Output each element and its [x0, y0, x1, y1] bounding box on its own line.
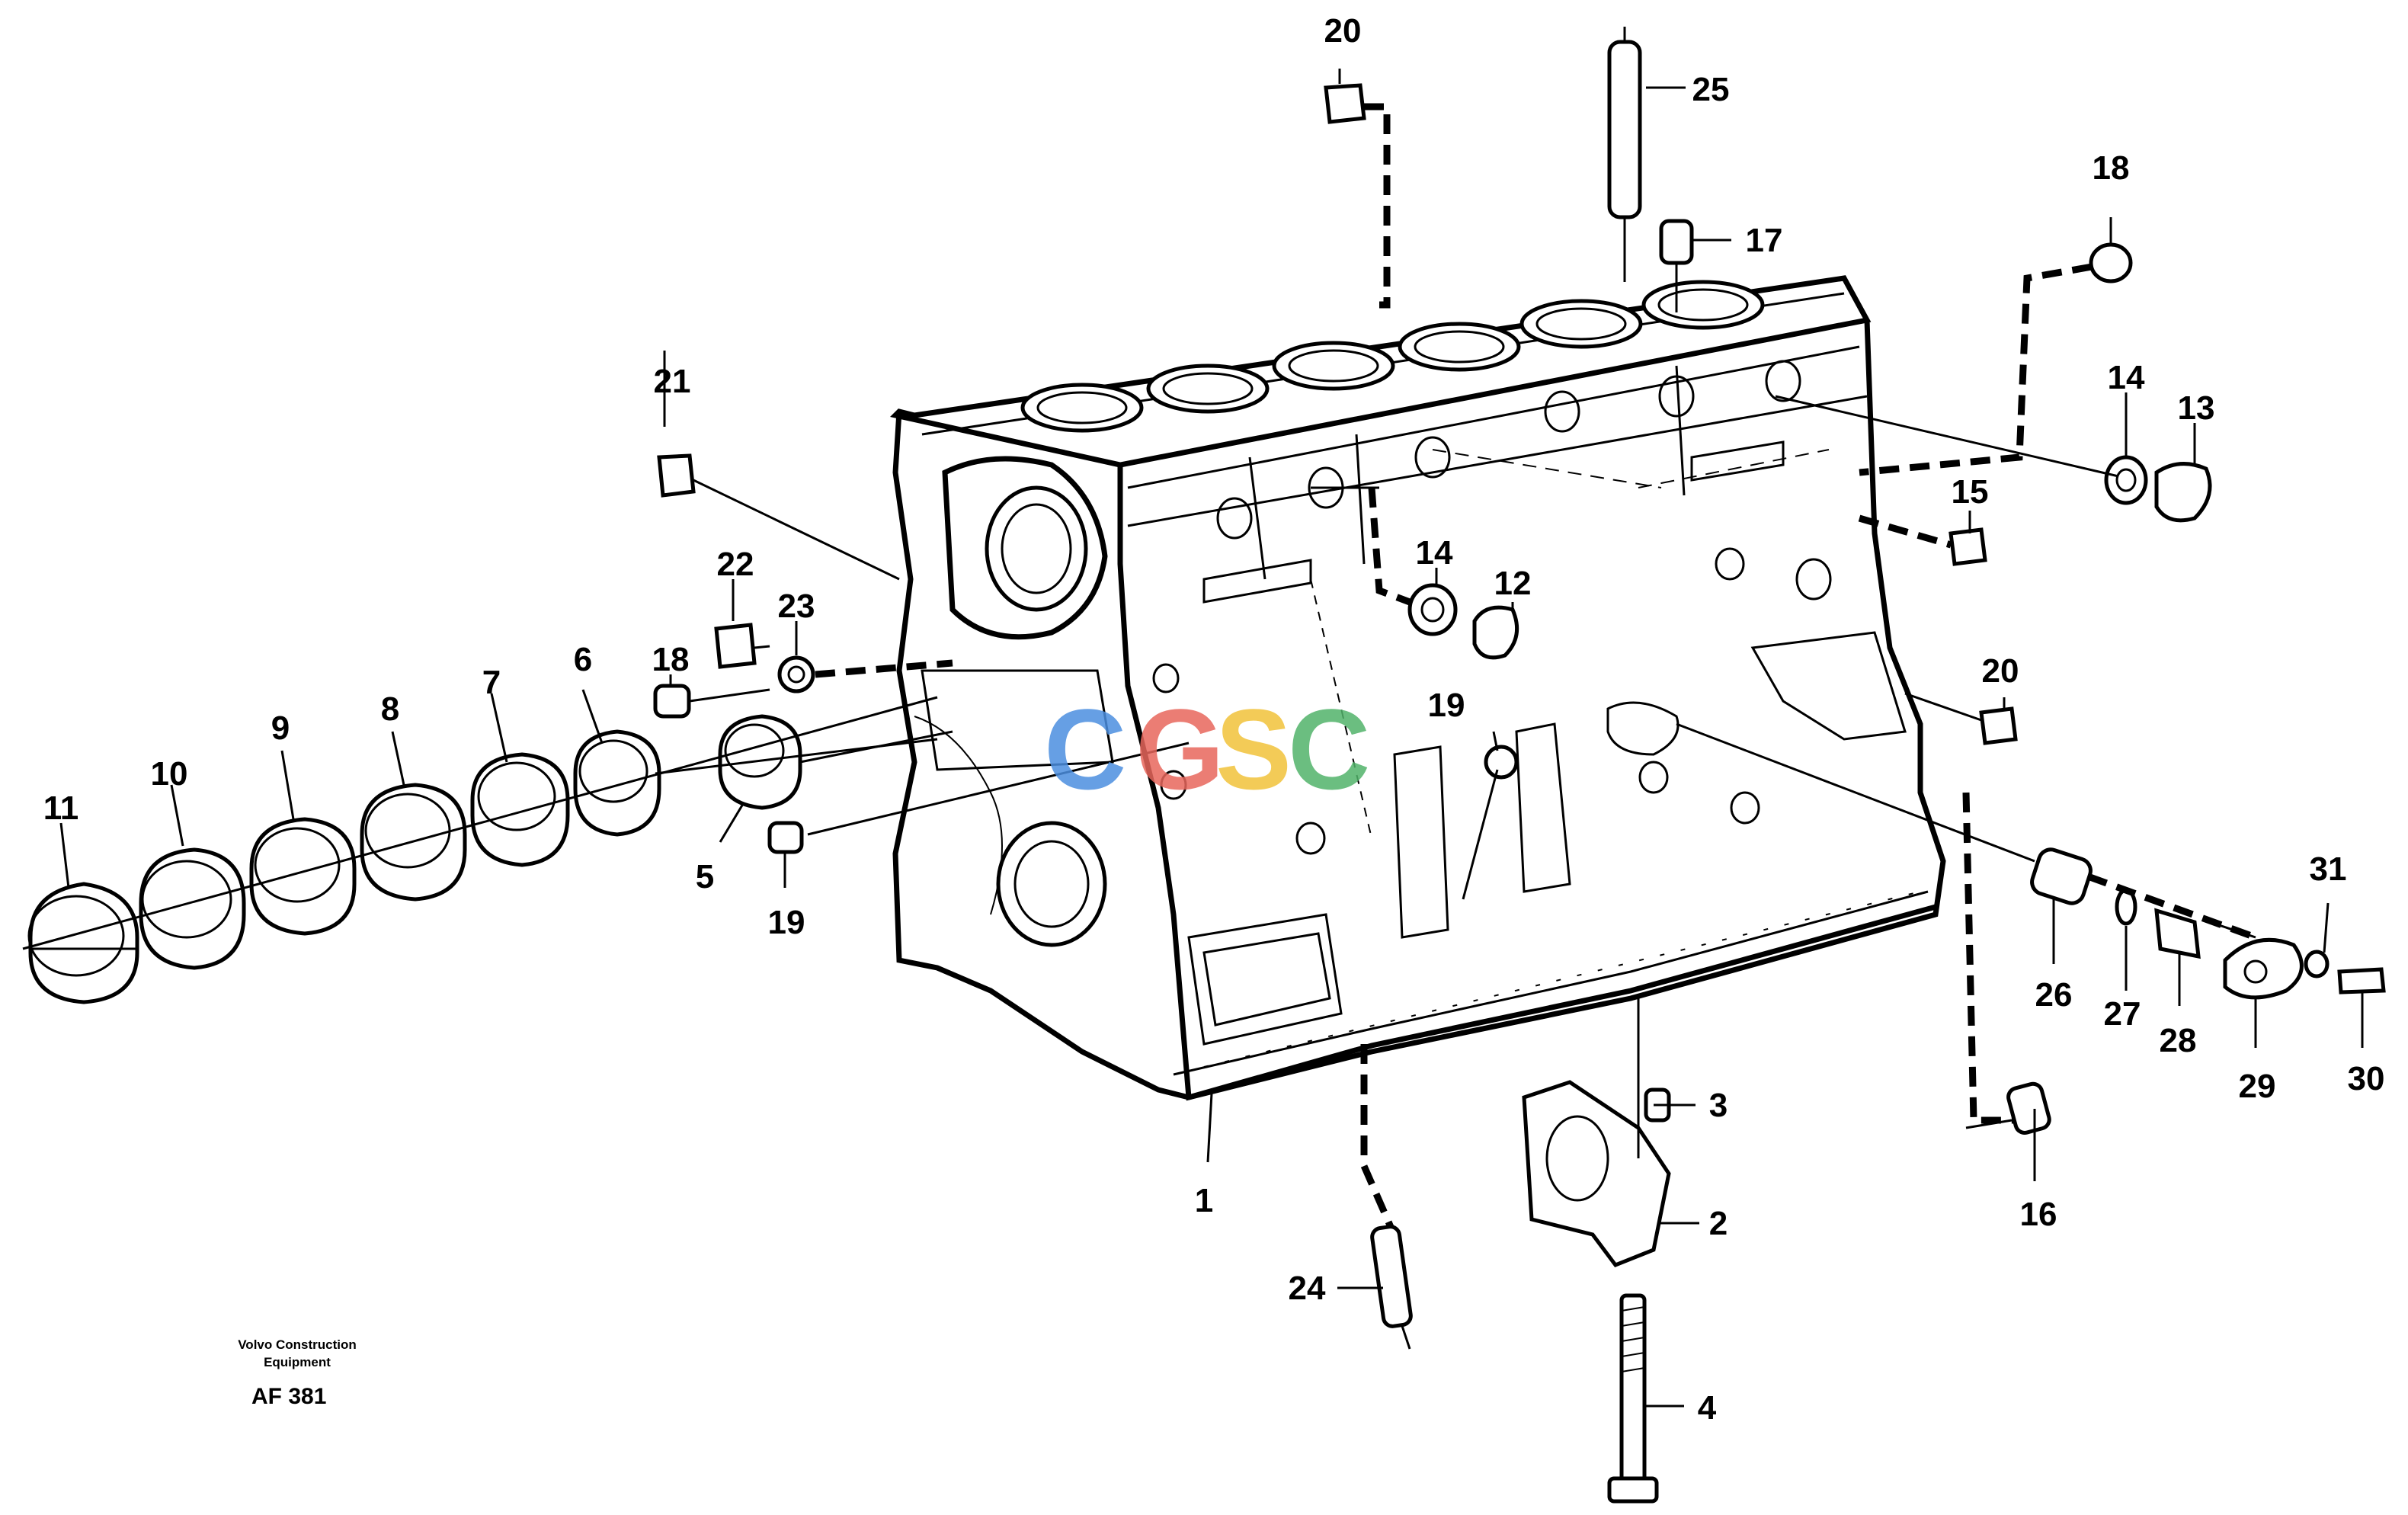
leader-lines	[59, 69, 2364, 1408]
brand-line-2: Equipment	[264, 1355, 331, 1369]
callout-label: 1	[1195, 1182, 1213, 1219]
callout-labels: 1 2 3 4 5 6 7 8 9 10 11 12 13 14 14 15 1…	[43, 12, 2385, 1427]
callout-label: 5	[696, 858, 714, 895]
callout-label: 7	[482, 664, 501, 701]
callout-label: 4	[1698, 1389, 1717, 1427]
callout-label: 17	[1746, 222, 1783, 259]
callout-label: 23	[778, 588, 815, 625]
watermark-letter: C	[1288, 685, 1370, 813]
callout-label: 25	[1692, 71, 1730, 108]
callout-label: 29	[2239, 1068, 2276, 1105]
callout-label: 2	[1709, 1205, 1728, 1242]
callout-label: 12	[1494, 565, 1532, 602]
callout-label: 27	[2104, 995, 2141, 1033]
callout-label: 20	[1982, 652, 2019, 690]
watermark-letter: G	[1135, 685, 1225, 813]
callout-label: 31	[2310, 850, 2347, 888]
callout-label: 21	[654, 363, 691, 400]
callout-label: 19	[768, 904, 805, 941]
small-parts	[653, 27, 2386, 1504]
callout-label: 14	[2108, 359, 2145, 396]
callout-label: 20	[1324, 12, 1362, 50]
callout-label: 28	[2160, 1022, 2197, 1059]
watermark: C G S C	[1044, 685, 1370, 813]
watermark-letter: C	[1044, 685, 1126, 813]
callout-label: 11	[43, 790, 79, 827]
callout-label: 10	[151, 755, 188, 793]
callout-label: 26	[2035, 976, 2073, 1014]
callout-label: 14	[1416, 534, 1453, 572]
footer: Volvo Construction Equipment AF 381	[238, 1337, 357, 1409]
callout-label: 30	[2348, 1060, 2385, 1097]
callout-label: 8	[381, 690, 399, 728]
callout-label: 9	[271, 709, 290, 747]
callout-label: 18	[652, 641, 690, 678]
callout-label: 19	[1428, 687, 1465, 724]
watermark-letter: S	[1215, 685, 1292, 813]
callout-label: 6	[574, 641, 592, 678]
callout-label: 22	[717, 546, 754, 583]
callout-label: 24	[1289, 1270, 1326, 1307]
callout-label: 16	[2020, 1196, 2057, 1233]
callout-label: 13	[2178, 389, 2215, 427]
callout-label: 3	[1709, 1087, 1728, 1124]
brand-line-1: Volvo Construction	[238, 1337, 357, 1352]
diagram-code: AF 381	[251, 1384, 326, 1409]
bearing-shells	[22, 696, 1190, 1004]
callout-label: 18	[2093, 149, 2130, 187]
callout-label: 15	[1952, 473, 1989, 511]
engine-block	[890, 275, 1946, 1101]
